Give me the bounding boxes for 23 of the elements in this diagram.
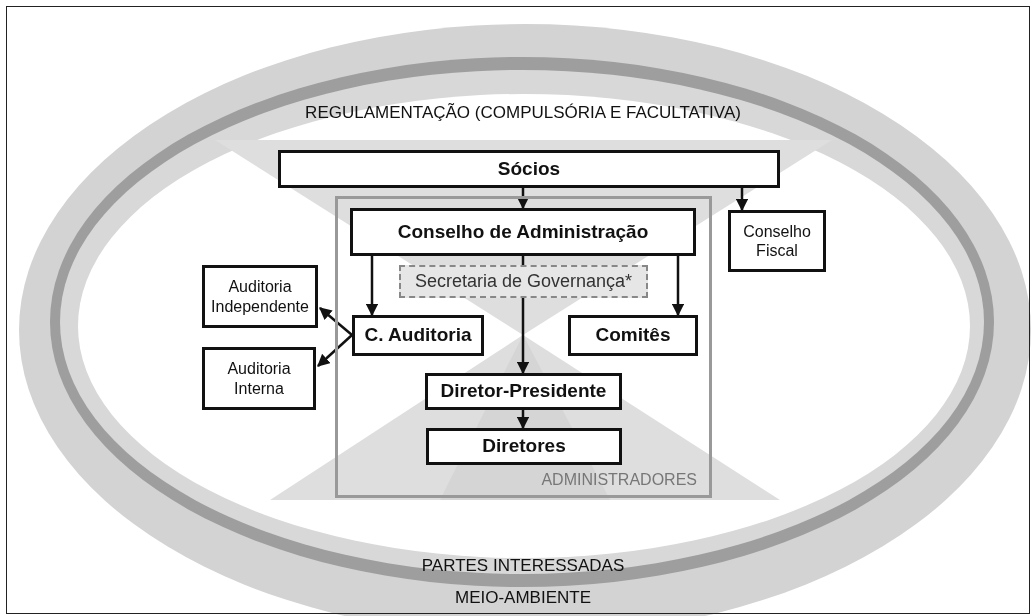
arrow	[317, 334, 353, 367]
org-box: Conselho Fiscal	[728, 210, 826, 272]
arrow	[516, 410, 530, 430]
ring-label: REGULAMENTAÇÃO (COMPULSÓRIA E FACULTATIVA)	[305, 103, 741, 123]
org-box: Auditoria Interna	[202, 347, 316, 410]
arrow	[516, 188, 530, 210]
group-label: ADMINISTRADORES	[541, 469, 698, 490]
org-box: Comitês	[568, 315, 698, 356]
ring-label: MEIO-AMBIENTE	[455, 588, 591, 608]
arrow	[365, 256, 379, 317]
org-box: Conselho de Administração	[350, 208, 696, 256]
org-box: C. Auditoria	[352, 315, 484, 356]
arrow	[671, 256, 685, 317]
dashed-box: Secretaria de Governança*	[399, 265, 648, 298]
org-box: Sócios	[278, 150, 780, 188]
arrow	[735, 188, 749, 212]
org-box: Diretores	[426, 428, 622, 465]
arrow	[319, 307, 353, 336]
group-frame	[335, 196, 712, 498]
ring-label: PARTES INTERESSADAS	[421, 556, 625, 576]
arrow	[516, 298, 530, 375]
org-box: Diretor-Presidente	[425, 373, 622, 410]
org-box: Auditoria Independente	[202, 265, 318, 328]
